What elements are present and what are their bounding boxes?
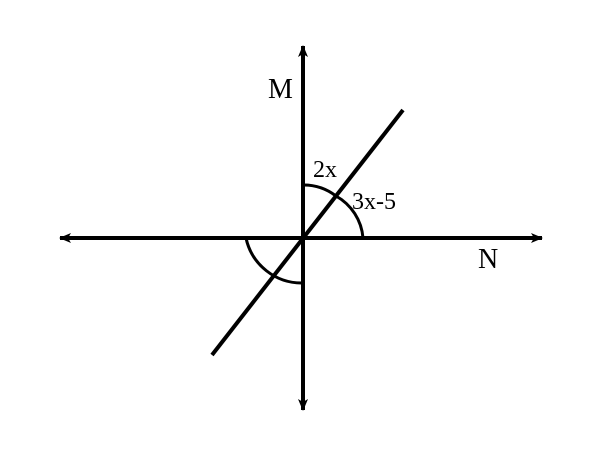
label-angle-3x-5: 3x-5: [352, 189, 396, 215]
angle-arc-right: [335, 194, 365, 239]
label-m: M: [268, 74, 293, 105]
label-angle-2x: 2x: [313, 157, 337, 183]
angle-arc-lower-left: [244, 237, 304, 285]
label-n: N: [478, 244, 498, 275]
transversal-line: [210, 108, 405, 357]
angle-arc-upper: [302, 183, 337, 198]
